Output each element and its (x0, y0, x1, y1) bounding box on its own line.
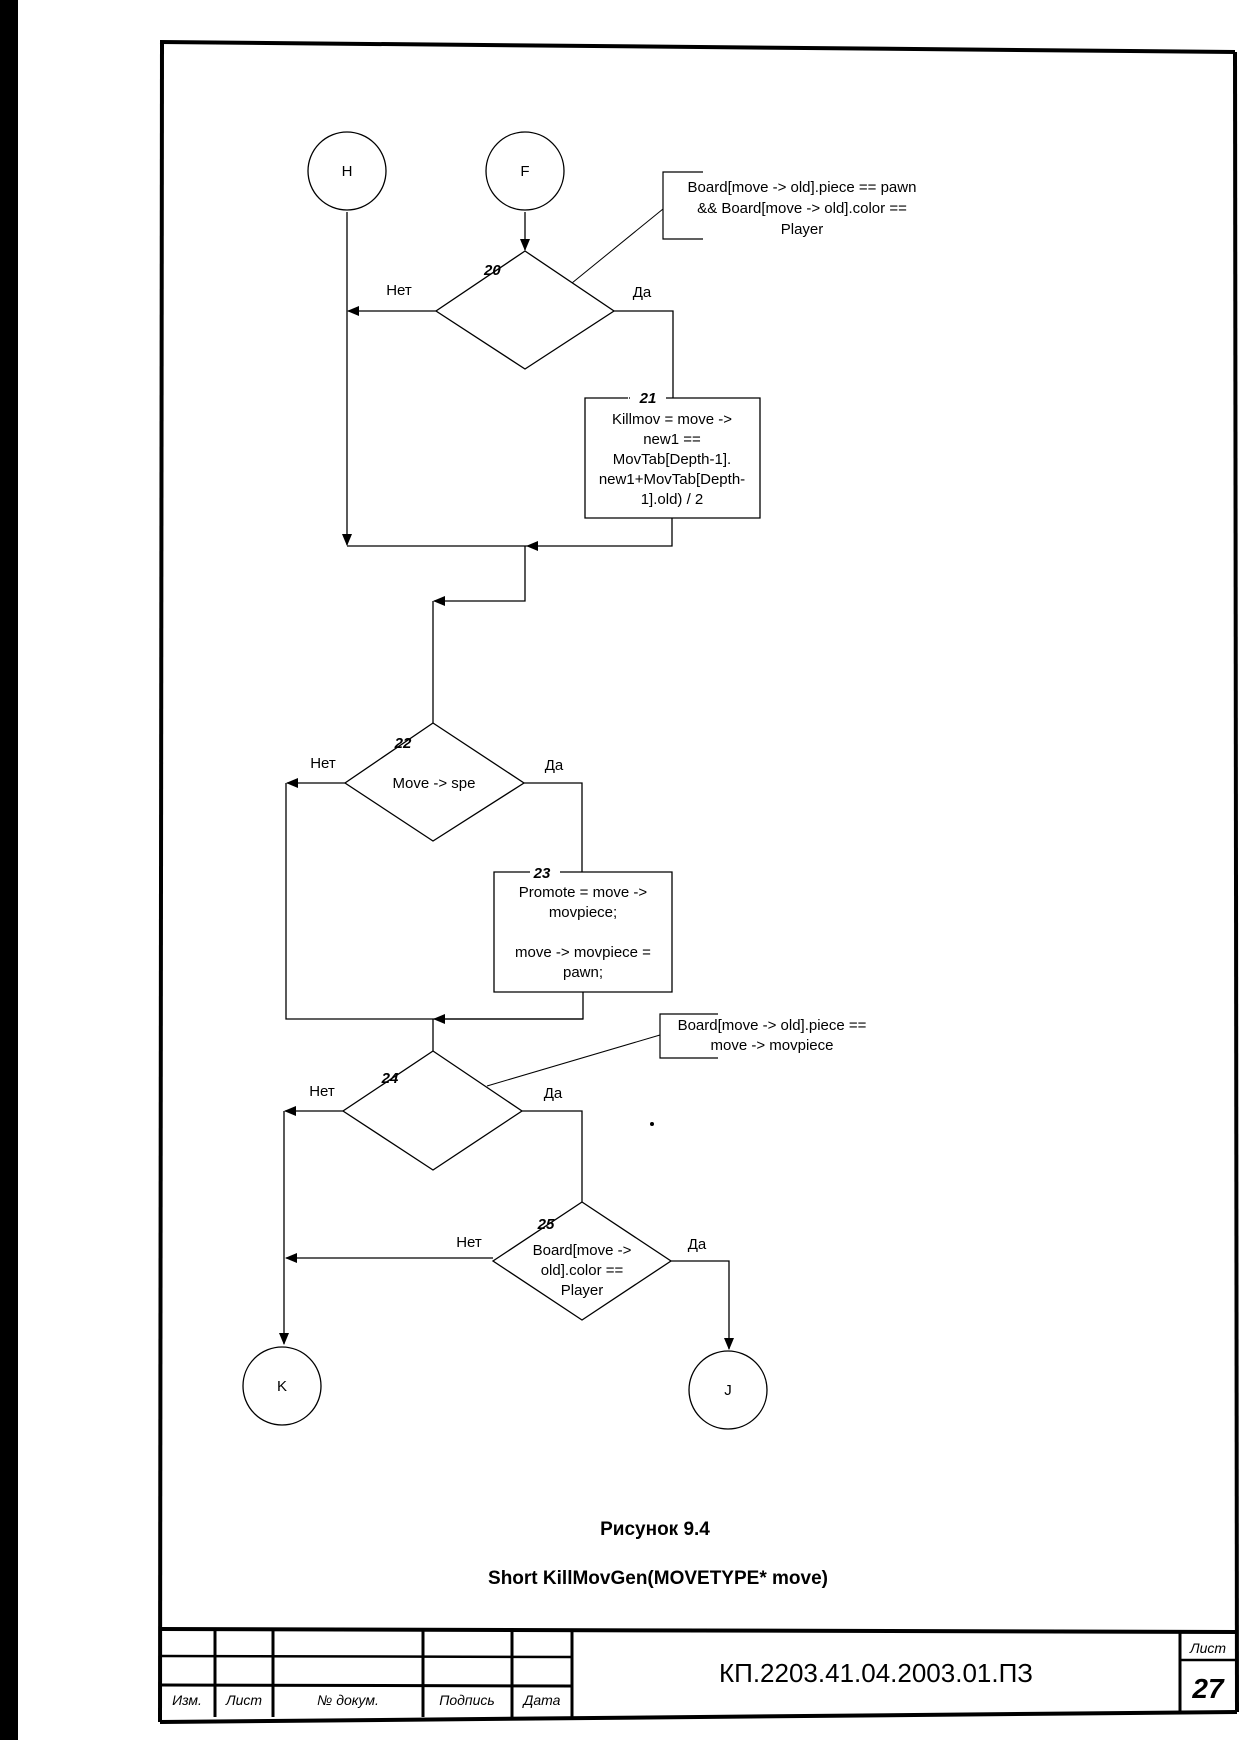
process-23-line-4: move -> movpiece = (515, 944, 651, 961)
process-23-line-2: movpiece; (549, 904, 617, 921)
document-code: КП.2203.41.04.2003.01.ПЗ (719, 1658, 1033, 1688)
line-20-yes (614, 310, 674, 398)
decision-20-no-label: Нет (386, 282, 412, 299)
arrow-to-j (671, 1260, 734, 1350)
process-21-line-3: MovTab[Depth-1]. (613, 451, 731, 468)
decision-22: 22 Move -> spe (343, 722, 526, 842)
figure-caption: Рисунок 9.4 (600, 1519, 710, 1540)
comment-24-line-1: Board[move -> old].piece == (678, 1017, 867, 1034)
decision-25-line-3: Player (561, 1282, 604, 1299)
column-signature: Подпись (439, 1692, 495, 1708)
line-22-no-down (285, 783, 583, 1020)
connector-h-label: H (342, 163, 353, 180)
arrow-21-to-merge (526, 518, 673, 551)
process-21-line-4: new1+MovTab[Depth- (599, 471, 745, 488)
decision-25-no-label: Нет (456, 1234, 482, 1251)
line-24-yes (522, 1110, 583, 1202)
decision-20-number: 20 (483, 262, 501, 279)
comment-20-line-2: && Board[move -> old].color == (697, 200, 907, 217)
decision-22-number: 22 (394, 735, 412, 752)
comment-24-line-2: move -> movpiece (711, 1037, 834, 1054)
page-frame (158, 40, 1239, 1724)
arrow-merge-down (433, 546, 526, 606)
decision-22-text: Move -> spe (393, 775, 476, 792)
decision-24-no-label: Нет (309, 1083, 335, 1100)
arrow-23-to-merge (433, 992, 584, 1024)
process-23-line-1: Promote = move -> (519, 884, 648, 901)
comment-20-line-1: Board[move -> old].piece == pawn (688, 179, 917, 196)
connector-k-label: K (277, 1378, 287, 1395)
line-22-yes (524, 782, 583, 872)
column-date: Дата (522, 1692, 561, 1708)
sheet-label: Лист (1189, 1640, 1226, 1656)
column-izm: Изм. (172, 1692, 202, 1708)
scan-edge (0, 0, 18, 1740)
connector-f: F (485, 131, 565, 211)
decision-22-no-label: Нет (310, 755, 336, 772)
decision-25-yes-label: Да (688, 1236, 707, 1253)
process-23-line-5: pawn; (563, 964, 603, 981)
column-list: Лист (225, 1692, 262, 1708)
process-21-line-1: Killmov = move -> (612, 411, 732, 428)
scan-speck (650, 1122, 654, 1126)
connector-f-label: F (520, 163, 529, 180)
connector-j: J (688, 1350, 768, 1430)
process-21-line-2: new1 == (643, 431, 701, 448)
process-23: 23 Promote = move -> movpiece; move -> m… (493, 862, 673, 993)
decision-25-line-1: Board[move -> (533, 1242, 632, 1259)
process-23-number: 23 (533, 865, 551, 882)
process-21-number: 21 (639, 390, 657, 407)
connector-j-label: J (724, 1382, 732, 1399)
decision-20-yes-label: Да (633, 284, 652, 301)
decision-24-yes-label: Да (544, 1085, 563, 1102)
comment-20-line-3: Player (781, 221, 824, 238)
decision-25: 25 Board[move -> old].color == Player (491, 1201, 673, 1321)
process-21-line-5: 1].old) / 2 (641, 491, 704, 508)
decision-24-number: 24 (381, 1070, 399, 1087)
comment-24: Board[move -> old].piece == move -> movp… (486, 1013, 867, 1087)
decision-25-line-2: old].color == (541, 1262, 624, 1279)
title-block: Изм. Лист № докум. Подпись Дата КП.2203.… (159, 1627, 1238, 1717)
decision-25-number: 25 (537, 1216, 555, 1233)
process-21: 21 Killmov = move -> new1 == MovTab[Dept… (584, 387, 761, 519)
column-doc-number: № докум. (317, 1692, 379, 1708)
decision-24: 24 (341, 1050, 524, 1171)
comment-20: Board[move -> old].piece == pawn && Boar… (571, 171, 917, 284)
figure-title: Short KillMovGen(MOVETYPE* move) (488, 1568, 828, 1589)
sheet-number: 27 (1191, 1673, 1225, 1704)
decision-22-yes-label: Да (545, 757, 564, 774)
connector-h: H (307, 131, 387, 211)
decision-20: 20 (434, 250, 616, 370)
connector-k: K (242, 1346, 322, 1426)
